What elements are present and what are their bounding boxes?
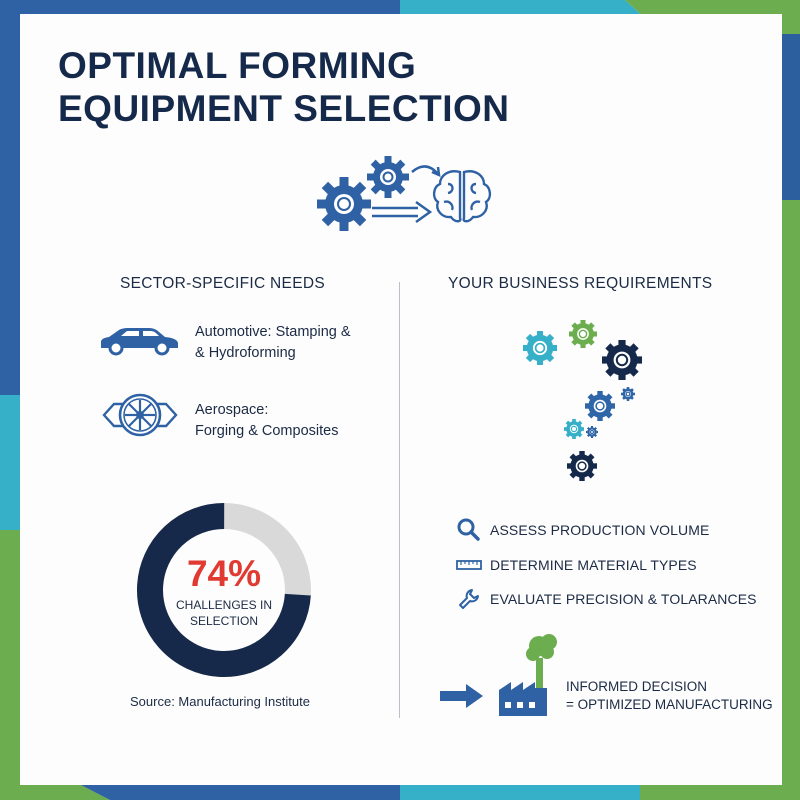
challenges-donut: 74% CHALLENGES IN SELECTION (136, 502, 312, 678)
requirement-item: ASSESS PRODUCTION VOLUME (456, 517, 709, 543)
sector-aerospace-line-1: Aerospace: (195, 402, 269, 418)
decision-line-1: INFORMED DECISION (566, 679, 708, 694)
arrow-right-icon (440, 684, 483, 708)
large-gear-icon (317, 177, 371, 231)
decision-text: INFORMED DECISION = OPTIMIZED MANUFACTUR… (566, 678, 773, 714)
decision-line-2: = OPTIMIZED MANUFACTURING (566, 697, 773, 712)
factory-icon (499, 634, 557, 716)
gear-icon (621, 387, 635, 401)
source-note: Source: Manufacturing Institute (130, 694, 310, 709)
challenges-percent: 74% (186, 553, 262, 594)
requirement-item: EVALUATE PRECISION & TOLARANCES (456, 586, 757, 612)
sector-needs-heading: SECTOR-SPECIFIC NEEDS (120, 275, 325, 292)
sector-aerospace-line-2: Forging & Composites (195, 423, 339, 439)
gear-icon (602, 340, 642, 380)
smoke-cloud-icon (526, 634, 557, 661)
challenges-label: CHALLENGES IN SELECTION (175, 598, 273, 628)
sector-aerospace: Aerospace: Forging & Composites (195, 400, 338, 442)
gear-icon (586, 426, 598, 438)
gear-icon (585, 391, 615, 421)
requirement-text: EVALUATE PRECISION & TOLARANCES (490, 591, 757, 607)
jet-engine-icon (102, 393, 178, 437)
requirement-text: DETERMINE MATERIAL TYPES (490, 557, 697, 573)
gear-icon (567, 451, 597, 481)
sector-automotive-line-1: Automotive: Stamping & (195, 324, 351, 340)
sector-automotive: Automotive: Stamping & & Hydroforming (195, 322, 351, 364)
brain-icon (432, 170, 492, 223)
small-gear-icon (367, 156, 409, 198)
gear-icon (569, 320, 597, 348)
question-mark-gears-icon (523, 320, 642, 481)
title-line-2: EQUIPMENT SELECTION (58, 88, 510, 129)
gear-icon (564, 419, 584, 439)
business-requirements-heading: YOUR BUSINESS REQUIREMENTS (448, 275, 713, 292)
page-title: OPTIMAL FORMING EQUIPMENT SELECTION (58, 44, 509, 130)
wrench-icon (456, 586, 482, 612)
requirement-text: ASSESS PRODUCTION VOLUME (490, 522, 710, 538)
gear-icon (523, 331, 557, 365)
gears-to-brain-illustration (317, 156, 492, 231)
sector-automotive-line-2: & Hydroforming (195, 345, 296, 361)
magnifier-icon (456, 517, 482, 543)
ruler-icon (456, 552, 482, 578)
column-divider (399, 282, 400, 718)
title-line-1: OPTIMAL FORMING (58, 45, 417, 86)
car-icon (101, 328, 178, 356)
arrow-right-icon (372, 165, 441, 224)
requirement-item: DETERMINE MATERIAL TYPES (456, 552, 697, 578)
